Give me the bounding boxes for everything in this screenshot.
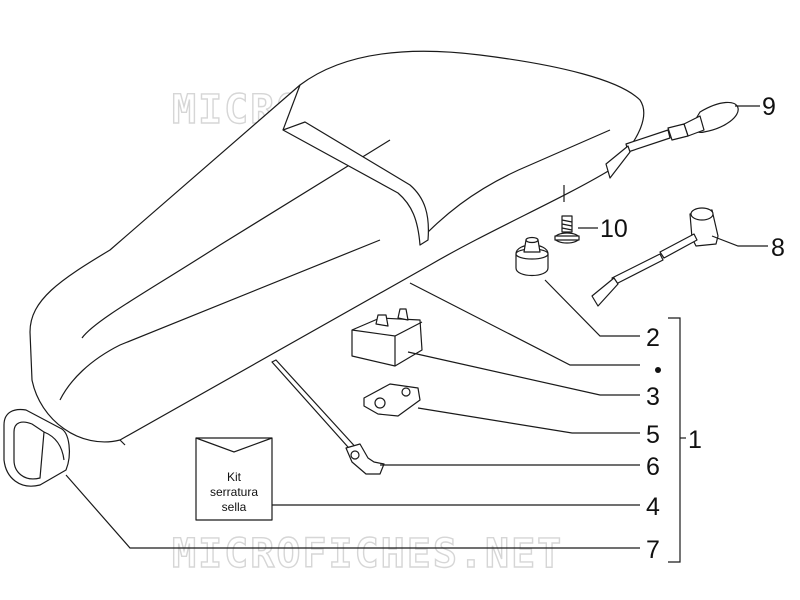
leader-lines — [65, 105, 768, 563]
callout-2: 2 — [646, 324, 660, 352]
kit-label-line2: serratura — [210, 485, 258, 499]
watermark-bottom: MICROFICHES.NET — [172, 531, 563, 577]
callout-7: 7 — [646, 536, 660, 564]
kit-label-line3: sella — [222, 500, 247, 514]
part-6-strap — [271, 359, 385, 475]
callout-9: 9 — [762, 93, 776, 121]
kit-label-line1: Kit — [227, 470, 242, 484]
part-10-screw — [554, 215, 580, 244]
callout-5: 5 — [646, 421, 660, 449]
part-4-kit-envelope: Kit serratura sella — [195, 437, 273, 521]
part-7-cover — [3, 408, 70, 487]
bullet-dot — [655, 367, 661, 373]
seat — [29, 50, 645, 446]
part-9-screwdriver — [605, 101, 739, 179]
callout-10: 10 — [600, 215, 628, 243]
callout-4: 4 — [646, 493, 660, 521]
part-3-block — [351, 308, 423, 367]
callout-1: 1 — [688, 426, 702, 454]
callout-3: 3 — [646, 383, 660, 411]
part-5-bracket — [363, 383, 421, 417]
callout-8: 8 — [771, 234, 785, 262]
callout-6: 6 — [646, 453, 660, 481]
callouts: 9 10 8 2 3 5 1 6 4 7 — [600, 93, 785, 564]
part-2-buffer — [515, 236, 549, 277]
part-8-wrench — [591, 207, 719, 307]
